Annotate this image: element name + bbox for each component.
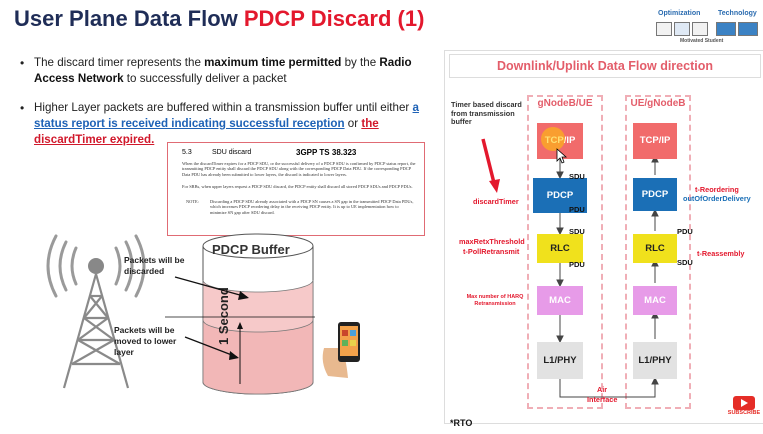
- sdu-label: SDU: [677, 258, 693, 267]
- chip-icon: [674, 22, 690, 36]
- phy-block-right: L1/PHY: [633, 342, 677, 379]
- buffer-arrows: [165, 276, 315, 360]
- pdu-label: PDU: [677, 227, 693, 236]
- mouse-cursor-icon: [556, 148, 568, 164]
- right-column-title: UE/gNodeB: [630, 98, 686, 109]
- cell-tower-illustration: [46, 234, 146, 389]
- bullet-text: The discard timer represents the: [34, 56, 205, 69]
- phy-block-left: L1/PHY: [537, 342, 583, 379]
- rto-footnote: *RTO: [450, 418, 473, 428]
- logo-footer: Motivated Student: [680, 38, 724, 44]
- 5g-icon: [738, 22, 758, 36]
- bullet-discard-timer: • The discard timer represents the maxim…: [20, 55, 419, 87]
- poll-retransmit-label: t-PollRetransmit: [463, 247, 520, 256]
- discarded-label: Packets will be discarded: [124, 255, 185, 276]
- rlc-block-left: RLC: [537, 234, 583, 263]
- bullet-bold: maximum time permitted: [204, 56, 342, 69]
- logo-optimization-label: Optimization: [658, 10, 701, 17]
- bullet-text: by the: [341, 56, 380, 69]
- spec-paragraph-1: When the discardTimer expires for a PDCP…: [182, 161, 416, 177]
- flow-arrows: [481, 138, 659, 398]
- sdu-label: SDU: [569, 227, 585, 236]
- spec-note-label: NOTE:: [186, 199, 199, 204]
- subscribe-label: SUBSCRIBE: [727, 410, 761, 416]
- mac-block-right: MAC: [633, 286, 677, 315]
- buffer-title: PDCP Buffer: [212, 242, 290, 257]
- harq-label: Max number of HARQ Retransmission: [466, 294, 524, 307]
- tcpip-block-right: TCP/IP: [633, 123, 677, 159]
- bullet-buffering: • Higher Layer packets are buffered with…: [20, 100, 419, 148]
- bullet-dot: •: [20, 101, 25, 115]
- rlc-block-right: RLC: [633, 234, 677, 263]
- spec-reference: 3GPP TS 38.323: [296, 148, 357, 157]
- spec-heading: SDU discard: [212, 149, 252, 156]
- timer-discard-note: Timer based discard from transmission bu…: [451, 100, 522, 126]
- out-of-order-label: outOfOrderDelivery: [683, 194, 751, 203]
- discard-timer-label: discardTimer: [473, 197, 519, 206]
- subscribe-button[interactable]: SUBSCRIBE: [727, 396, 761, 418]
- status-report-link[interactable]: a status report is received indicating s…: [34, 101, 419, 130]
- panel-title: Downlink/Uplink Data Flow direction: [449, 54, 761, 78]
- pdcp-buffer-cylinder: [202, 233, 314, 395]
- left-column-title: gNodeB/UE: [537, 98, 593, 109]
- 4g-icon: [716, 22, 736, 36]
- bullet-text: or: [344, 117, 362, 130]
- air-label: Air: [597, 385, 608, 394]
- spec-note: Discarding a PDCP SDU already associated…: [210, 199, 414, 215]
- cursor-highlight: [541, 127, 565, 151]
- title-main: User Plane Data Flow: [14, 6, 244, 31]
- monitor-icon: [656, 22, 672, 36]
- mac-block-left: MAC: [537, 286, 583, 315]
- youtube-play-icon: [733, 396, 755, 410]
- brand-logos: Optimization Technology Motivated Studen…: [650, 8, 760, 48]
- bullet-bold: Radio Access Network: [34, 56, 412, 85]
- pdcp-block-right: PDCP: [633, 178, 677, 211]
- spec-section-number: 5.3: [182, 149, 192, 156]
- discard-timer-link[interactable]: the discardTimer expired.: [34, 117, 379, 146]
- t-reordering-label: t-Reordering: [695, 185, 739, 194]
- spec-excerpt: 5.3 SDU discard 3GPP TS 38.323 When the …: [167, 142, 425, 236]
- data-flow-panel: Downlink/Uplink Data Flow direction gNod…: [444, 50, 763, 424]
- document-icon: [692, 22, 708, 36]
- left-stack-column: [527, 95, 603, 409]
- title-accent: PDCP Discard (1): [243, 6, 425, 31]
- right-stack-column: [625, 95, 691, 409]
- pdu-label: PDU: [569, 260, 585, 269]
- max-retx-label: maxRetxThreshold: [459, 237, 525, 246]
- t-reassembly-label: t-Reassembly: [697, 249, 745, 258]
- pdu-label: PDU: [569, 205, 585, 214]
- bullet-text: to successfully deliver a packet: [123, 72, 287, 85]
- pdcp-block-left: PDCP: [533, 178, 587, 213]
- bullet-text: Higher Layer packets are buffered within…: [34, 101, 413, 114]
- page-title: User Plane Data Flow PDCP Discard (1): [14, 6, 424, 32]
- logo-technology-label: Technology: [718, 10, 757, 17]
- bullet-dot: •: [20, 56, 25, 70]
- smartphone-icon: [322, 322, 360, 378]
- interface-label: Interface: [587, 395, 618, 404]
- spec-paragraph-2: For SRBs, when upper layers request a PD…: [182, 184, 413, 189]
- moved-label: Packets will be moved to lower layer: [114, 325, 177, 357]
- sdu-label: SDU: [569, 172, 585, 181]
